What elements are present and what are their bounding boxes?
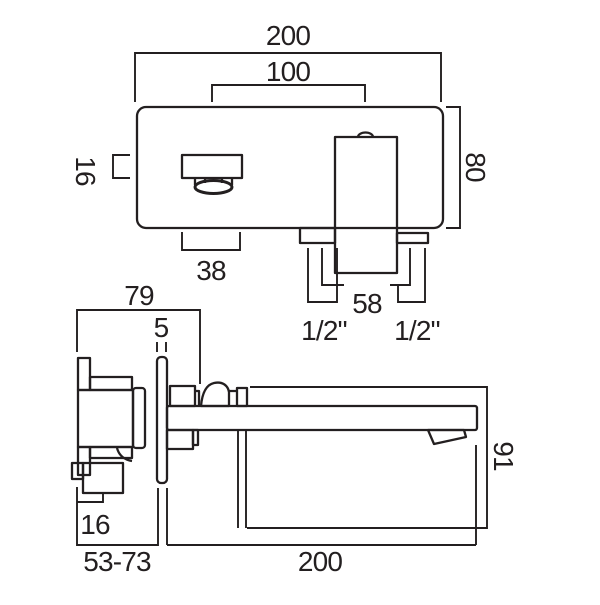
spout-side-outline [165,404,479,432]
backplate-front-outline [135,105,445,230]
dim-front-overall-width-label: 200 [266,20,311,51]
spout-side-wall-step [191,428,200,447]
body-top-flange [76,356,92,392]
handle-side-step [195,389,201,406]
spout-front-collar [193,178,234,185]
body-lower-stub [70,461,85,481]
spout-front-aerator-ellipse [193,179,234,195]
dim-front-inlet-right-label: 1/2" [394,315,440,346]
spout-front-outline [180,153,244,180]
backplate-side-outline [155,355,169,485]
handle-side-base [168,384,197,408]
handle-side-lever [199,381,237,408]
dim-side-lower-bracket [77,494,104,503]
dim-front-centres-bracket [211,84,366,102]
dim-side-plate-thickness-ticks [156,342,167,352]
body-pipe-elbow [115,447,133,463]
dim-front-inlet-left-bracket [307,248,338,303]
spout-side-outlet [426,428,468,446]
dim-front-inlet-right-bracket [397,248,426,303]
side-view: 79 5 91 200 53-73 [70,280,519,577]
dim-side-lower-label: 16 [80,509,110,540]
spout-side-wall-block [165,428,195,451]
dim-front-overall-width-bracket [134,52,442,102]
flange-front-left [298,226,337,245]
dim-side-envelope-box [237,386,488,529]
body-coupling [131,386,147,450]
dim-side-depth-bracket [76,309,201,384]
dim-side-depth-label: 79 [124,280,154,311]
flange-front-right [395,231,430,245]
handle-side-cap [235,386,249,408]
dim-front-spout-height-bracket [112,154,130,179]
dim-side-drop-label: 91 [488,441,519,471]
body-main [76,388,135,449]
front-view: 200 100 80 16 38 58 1/2" 1/2" [70,20,491,346]
dim-side-adjustment-bracket [76,487,159,546]
dim-front-spout-width-bracket [181,232,241,251]
dim-front-centres-label: 100 [266,56,311,87]
dim-front-spout-height-label: 16 [70,156,101,186]
dim-front-inlet-left-label: 1/2" [301,315,347,346]
handle-front-outline [333,135,399,275]
body-top-bar [88,375,134,392]
dim-front-inlet-centres-label: 58 [352,288,382,319]
dim-front-height-label: 80 [460,152,491,182]
handle-front-top-pin [356,131,375,138]
dim-side-projection-label: 200 [298,546,343,577]
dim-side-plate-thickness-label: 5 [154,312,169,343]
dim-front-height-bracket [446,106,461,229]
dim-side-projection-bracket [166,445,477,546]
dim-side-adjustment-label: 53-73 [83,546,151,577]
body-bottom-bar [88,445,134,460]
dim-front-spout-width-label: 38 [196,255,226,286]
